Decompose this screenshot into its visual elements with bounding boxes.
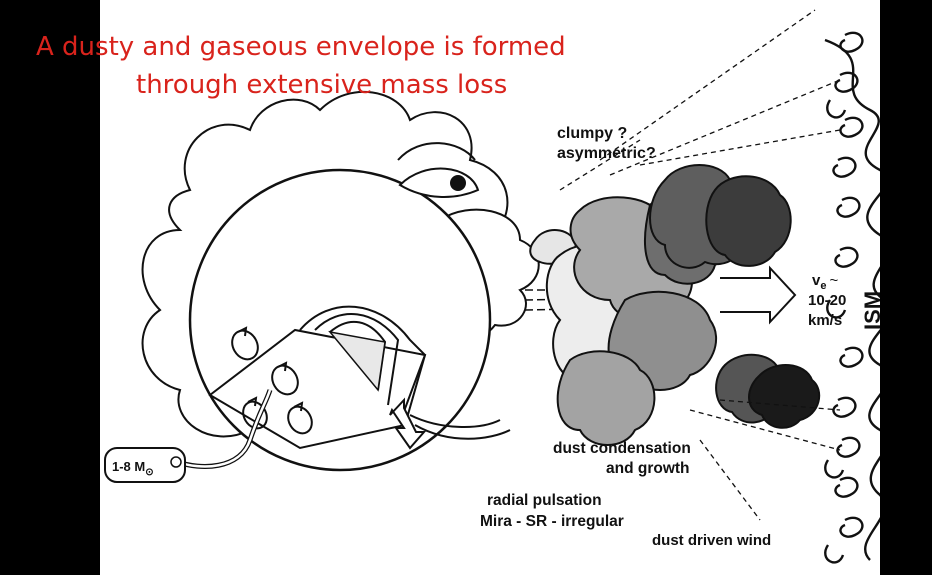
velocity-subscript: e bbox=[820, 280, 826, 292]
label-dust-condensation: dust condensation bbox=[553, 440, 691, 457]
label-dust-driven-wind: dust driven wind bbox=[652, 532, 771, 549]
label-pulsation-types: Mira - SR - irregular bbox=[480, 513, 624, 530]
slide-title-line-1: A dusty and gaseous envelope is formed bbox=[36, 32, 566, 62]
label-clumpy: clumpy ? bbox=[557, 125, 627, 142]
label-velocity-range: 10-20 bbox=[808, 292, 846, 309]
velocity-tilde: ~ bbox=[829, 272, 838, 289]
label-ism: ISM bbox=[860, 291, 880, 330]
mass-tag-text: 1-8 M bbox=[112, 459, 145, 474]
star-pupil bbox=[450, 175, 466, 191]
label-asymmetric: asymmetric? bbox=[557, 145, 656, 162]
label-velocity-unit: km/s bbox=[808, 312, 842, 329]
label-radial-pulsation: radial pulsation bbox=[487, 492, 602, 509]
label-and-growth: and growth bbox=[606, 460, 690, 477]
mass-tag-hole bbox=[171, 457, 181, 467]
mass-tag-sun-symbol: ⊙ bbox=[145, 467, 153, 478]
slide-title-line-2: through extensive mass loss bbox=[136, 70, 507, 100]
